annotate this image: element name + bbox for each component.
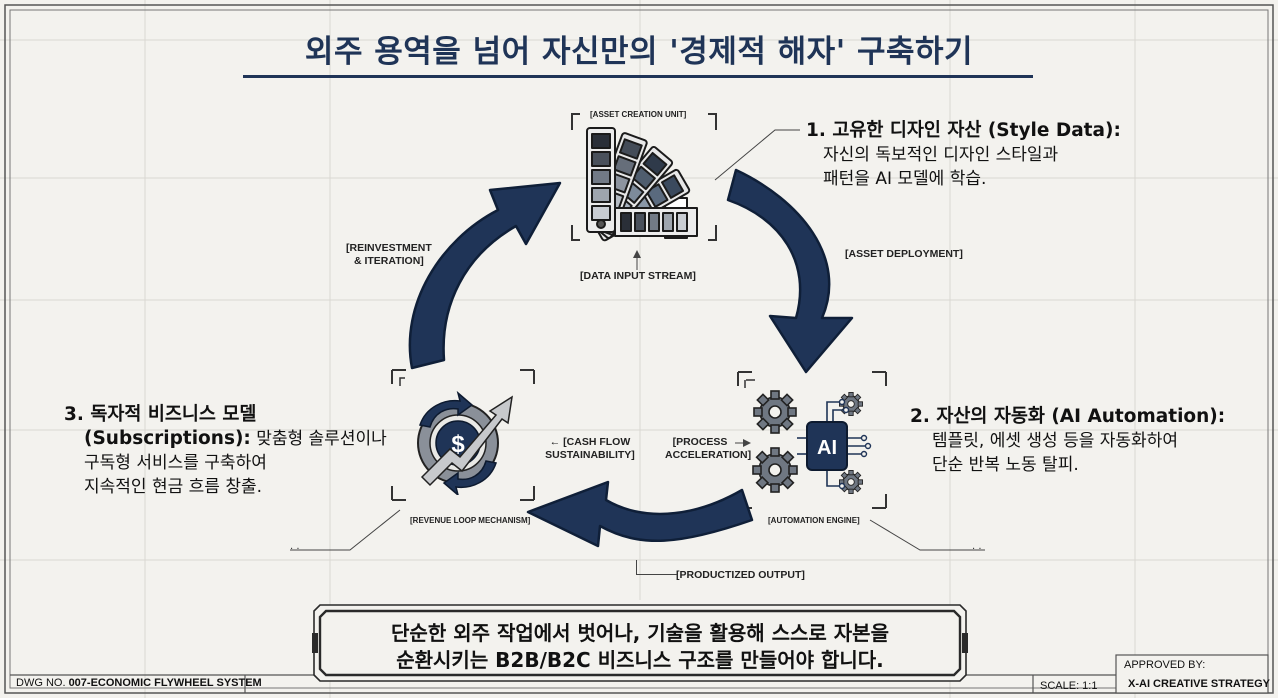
automation-node-tag: [AUTOMATION ENGINE] xyxy=(768,516,860,525)
automation-heading: 2. 자산의 자동화 (AI Automation): xyxy=(910,406,1226,427)
productized-output-label: [PRODUCTIZED OUTPUT] xyxy=(676,569,805,581)
leader-dots-right: · · xyxy=(972,544,982,555)
automation-line-2: 단순 반복 노동 탈피. xyxy=(932,455,1079,475)
approved-by-value: X-AI CREATIVE STRATEGY xyxy=(1128,678,1270,690)
arrow-reinvestment xyxy=(408,181,562,370)
automation-description: 2. 자산의 자동화 (AI Automation): 템플릿, 에셋 생성 등… xyxy=(910,405,1225,477)
arrow-deployment xyxy=(726,168,854,374)
revenue-heading-1: 3. 독자적 비즈니스 모델 xyxy=(64,404,257,425)
reinvestment-line1: [REINVESTMENT xyxy=(346,242,432,254)
dollar-sign: $ xyxy=(451,431,465,458)
automation-line-1: 템플릿, 에셋 생성 등을 자동화하여 xyxy=(932,431,1178,451)
ai-chip-gears-icon: AI xyxy=(752,390,872,494)
ai-chip-text: AI xyxy=(817,437,837,459)
dwg-prefix: DWG NO. xyxy=(16,677,69,689)
color-swatch-fan-icon xyxy=(586,127,698,242)
asset-node-tag: [ASSET CREATION UNIT] xyxy=(590,110,687,119)
asset-deployment-label: [ASSET DEPLOYMENT] xyxy=(845,248,963,260)
title-underline xyxy=(243,75,1033,78)
asset-heading: 1. 고유한 디자인 자산 (Style Data): xyxy=(806,120,1121,141)
cash-flow-line1: ← [CASH FLOW xyxy=(549,436,631,448)
dollar-cycle-icon: $ xyxy=(417,390,513,495)
revenue-line-2: 지속적인 현금 흐름 창출. xyxy=(84,477,263,497)
cash-flow-label: ← [CASH FLOW SUSTAINABILITY] xyxy=(540,436,640,462)
approved-by-label: APPROVED BY: xyxy=(1124,659,1206,671)
process-label-line1: [PROCESS xyxy=(672,436,728,448)
asset-line-1: 자신의 독보적인 디자인 스타일과 xyxy=(823,145,1059,165)
process-acceleration-label: [PROCESS ACCELERATION] xyxy=(665,436,752,462)
revenue-node-tag: [REVENUE LOOP MECHANISM] xyxy=(410,516,531,525)
revenue-description: 3. 독자적 비즈니스 모델 (Subscriptions): 맞춤형 솔루션이… xyxy=(64,403,387,499)
asset-line-2: 패턴을 AI 모델에 학습. xyxy=(823,169,987,189)
scale-label: SCALE: 1:1 xyxy=(1040,680,1098,692)
revenue-heading-2-rest: 맞춤형 솔루션이나 xyxy=(250,429,387,449)
reinvestment-line2: & ITERATION] xyxy=(353,255,424,267)
bottom-message: 단순한 외주 작업에서 벗어나, 기술을 활용해 스스로 자본을 순환시키는 B… xyxy=(330,620,950,674)
reinvestment-label: [REINVESTMENT & ITERATION] xyxy=(346,242,432,268)
drawing-number: DWG NO. 007-ECONOMIC FLYWHEEL SYSTEM xyxy=(16,677,262,689)
revenue-line-1: 구독형 서비스를 구축하여 xyxy=(84,453,267,473)
asset-description: 1. 고유한 디자인 자산 (Style Data): 자신의 독보적인 디자인… xyxy=(806,119,1121,191)
page-title: 외주 용역을 넘어 자신만의 '경제적 해자' 구축하기 xyxy=(304,34,974,70)
bottom-message-line2: 순환시키는 B2B/B2C 비즈니스 구조를 만들어야 합니다. xyxy=(396,648,884,672)
data-input-label: [DATA INPUT STREAM] xyxy=(580,270,696,282)
revenue-heading-2: (Subscriptions): xyxy=(84,428,251,449)
bottom-callout-frame xyxy=(312,604,968,682)
revenue-heading-2-row: (Subscriptions): 맞춤형 솔루션이나 xyxy=(64,427,387,451)
arrow-output xyxy=(526,480,754,548)
bottom-message-line1: 단순한 외주 작업에서 벗어나, 기술을 활용해 스스로 자본을 xyxy=(391,621,889,645)
dwg-value: 007-ECONOMIC FLYWHEEL SYSTEM xyxy=(68,677,262,689)
leader-dots-left: · · xyxy=(290,544,300,555)
output-leader xyxy=(636,560,677,575)
cash-flow-line2: SUSTAINABILITY] xyxy=(545,449,635,461)
process-label-line2: ACCELERATION] xyxy=(665,449,752,461)
